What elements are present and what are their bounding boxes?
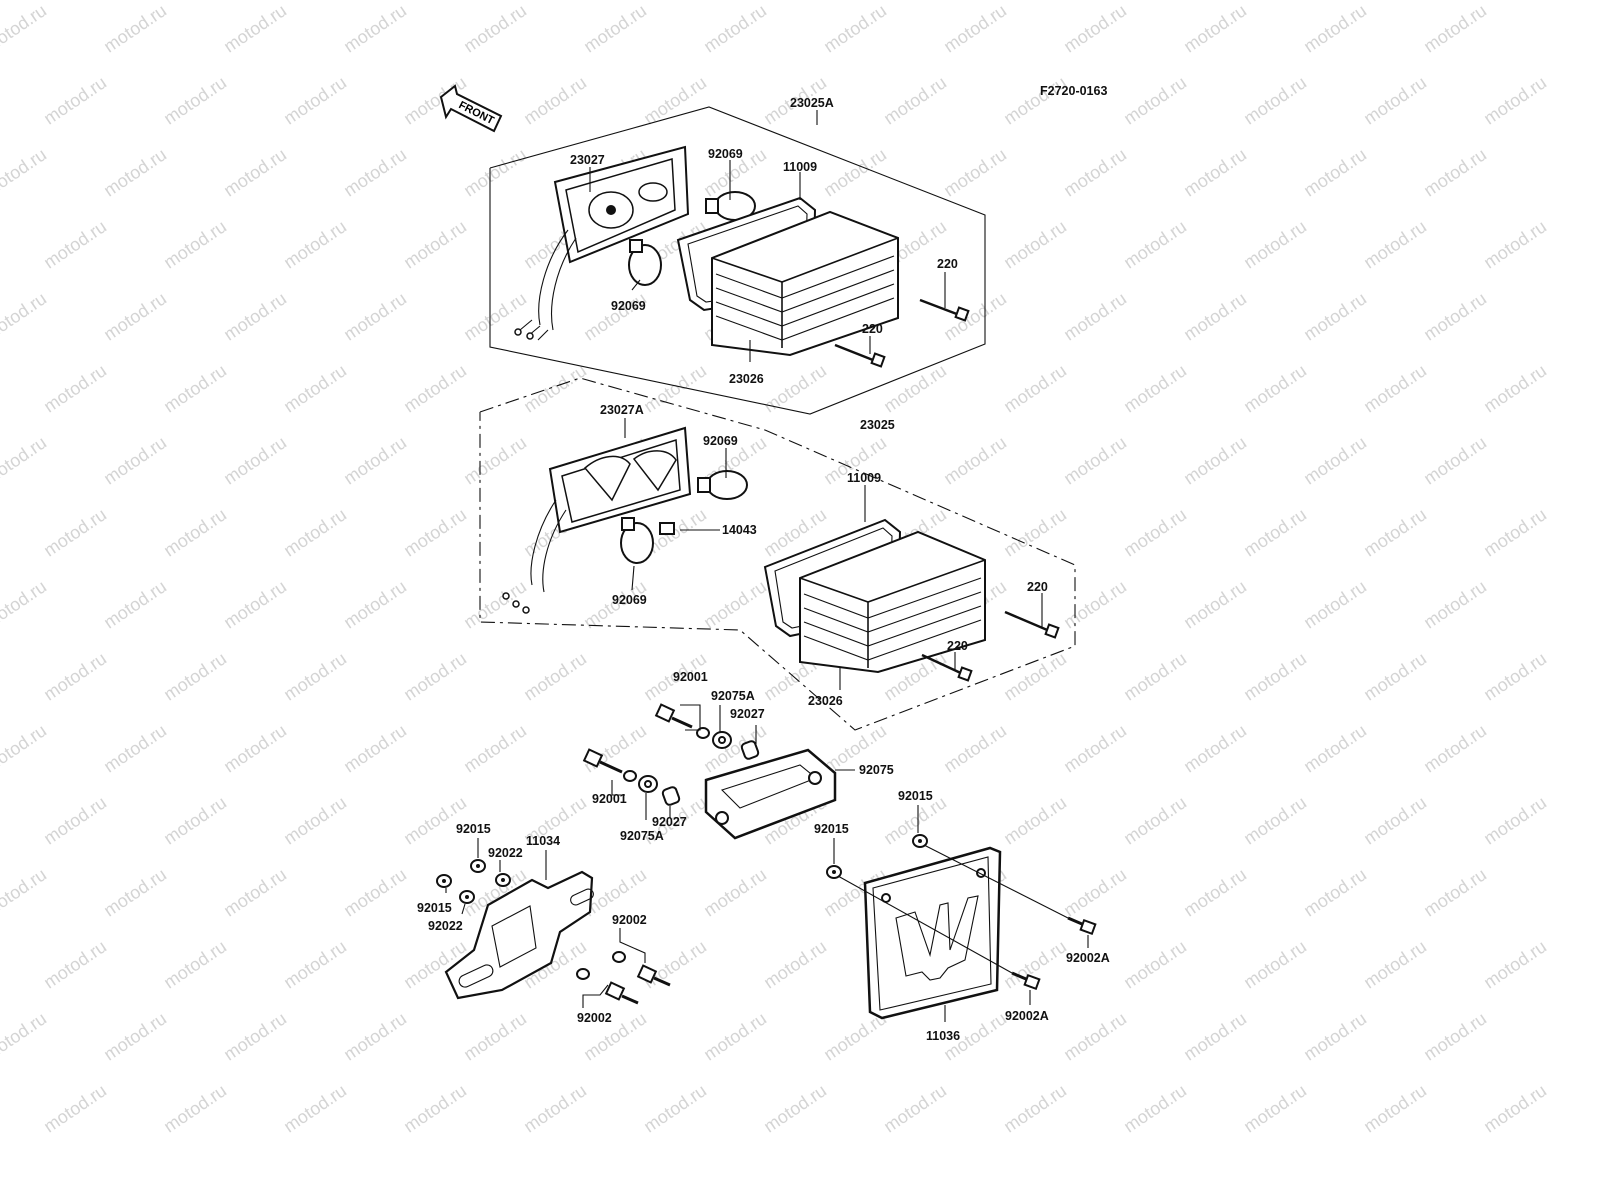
bracket-nut-a-label: 92015 (456, 822, 491, 836)
upper-bulb-bottom-label: 92069 (611, 299, 646, 313)
lower-lens-label: 23026 (808, 694, 843, 708)
license-bolt-upper (654, 703, 710, 739)
lower-gasket-label: 11009 (847, 471, 881, 485)
upper-lens (711, 210, 899, 357)
lower-housing-label: 23027A (600, 403, 644, 417)
license-collar-upper-label: 92075A (711, 689, 755, 703)
lower-bulb-bottom (620, 517, 654, 564)
bracket-bolt-a-label: 92002 (612, 913, 647, 927)
bracket-label: 11034 (526, 834, 560, 848)
bracket-washer-a (495, 873, 511, 887)
license-collar-upper (712, 731, 732, 749)
lower-housing (502, 426, 692, 614)
license-spacer-lower-label: 92027 (652, 815, 687, 829)
license-spacer-lower (661, 786, 681, 806)
upper-lens-label: 23026 (729, 372, 764, 386)
lower-tail-light-assembly: 23025 23027A 92069 11009 14043 92069 220… (479, 377, 1076, 731)
plate-nut-b-label: 92015 (898, 789, 933, 803)
lower-screw-right (1004, 610, 1060, 639)
lower-grommet (659, 522, 675, 535)
upper-gasket-label: 11009 (783, 160, 817, 174)
plate-bolt-b (1011, 971, 1041, 991)
lower-screw-right-label: 220 (1027, 580, 1048, 594)
bracket-group: 92015 92022 11034 92015 92022 92002 9200… (417, 822, 671, 1025)
license-collar-lower-label: 92075A (620, 829, 664, 843)
mounting-bracket (444, 870, 594, 1000)
upper-screw-bottom (834, 343, 886, 368)
license-spacer-upper (740, 740, 760, 760)
bracket-bolt-a (612, 951, 671, 987)
plate-holder-group: 92015 92015 92002A 92002A 11036 (814, 789, 1110, 1043)
license-plate-holder (863, 846, 1002, 1020)
bracket-bolt-b (576, 968, 639, 1005)
bracket-bolt-b-label: 92002 (577, 1011, 612, 1025)
upper-group-label: 23025A (790, 96, 834, 110)
plate-bolt-a-label: 92002A (1066, 951, 1110, 965)
bracket-nut-b (436, 874, 452, 888)
upper-tail-light-assembly: 23025A 23027 92069 11009 92069 220 220 2… (489, 96, 986, 415)
lower-bulb-top-label: 92069 (703, 434, 738, 448)
front-arrow: FRONT (439, 84, 503, 133)
license-bolt-lower (582, 748, 637, 782)
license-collar-lower (638, 775, 658, 793)
lower-lens (799, 530, 986, 674)
license-spacer-upper-label: 92027 (730, 707, 765, 721)
bracket-washer-b-label: 92022 (428, 919, 463, 933)
bracket-washer-b (459, 890, 475, 904)
lower-bulb-bottom-label: 92069 (612, 593, 647, 607)
plate-bolt-a (1067, 916, 1097, 936)
figure-code: F2720-0163 (1040, 84, 1107, 98)
plate-nut-a-label: 92015 (814, 822, 849, 836)
lower-group-label: 23025 (860, 418, 895, 432)
plate-nut-a (826, 865, 842, 879)
upper-screw-right-label: 220 (937, 257, 958, 271)
lower-group-outline (479, 377, 1076, 731)
upper-group-outline (489, 106, 986, 415)
plate-bolt-b-label: 92002A (1005, 1009, 1049, 1023)
license-light-group: 92001 92075A 92027 92075 92001 92027 920… (582, 670, 894, 843)
plate-holder-label: 11036 (926, 1029, 960, 1043)
bracket-nut-b-label: 92015 (417, 901, 452, 915)
license-bolt-lower-label: 92001 (592, 792, 627, 806)
upper-screw-right (919, 298, 970, 322)
upper-screw-bottom-label: 220 (862, 322, 883, 336)
plate-nut-b (912, 834, 928, 848)
license-cover-label: 92075 (859, 763, 894, 777)
license-bolt-upper-label: 92001 (673, 670, 708, 684)
license-cover (704, 748, 837, 840)
lower-bulb-top (697, 470, 748, 500)
upper-bulb-top-label: 92069 (708, 147, 743, 161)
lower-screw-bottom (921, 653, 973, 682)
upper-housing-label: 23027 (570, 153, 605, 167)
lower-grommet-label: 14043 (722, 523, 757, 537)
lower-screw-bottom-label: 220 (947, 639, 968, 653)
upper-bulb-bottom (628, 239, 662, 286)
bracket-washer-a-label: 92022 (488, 846, 523, 860)
upper-housing (514, 145, 690, 341)
bracket-nut-a (470, 859, 486, 873)
